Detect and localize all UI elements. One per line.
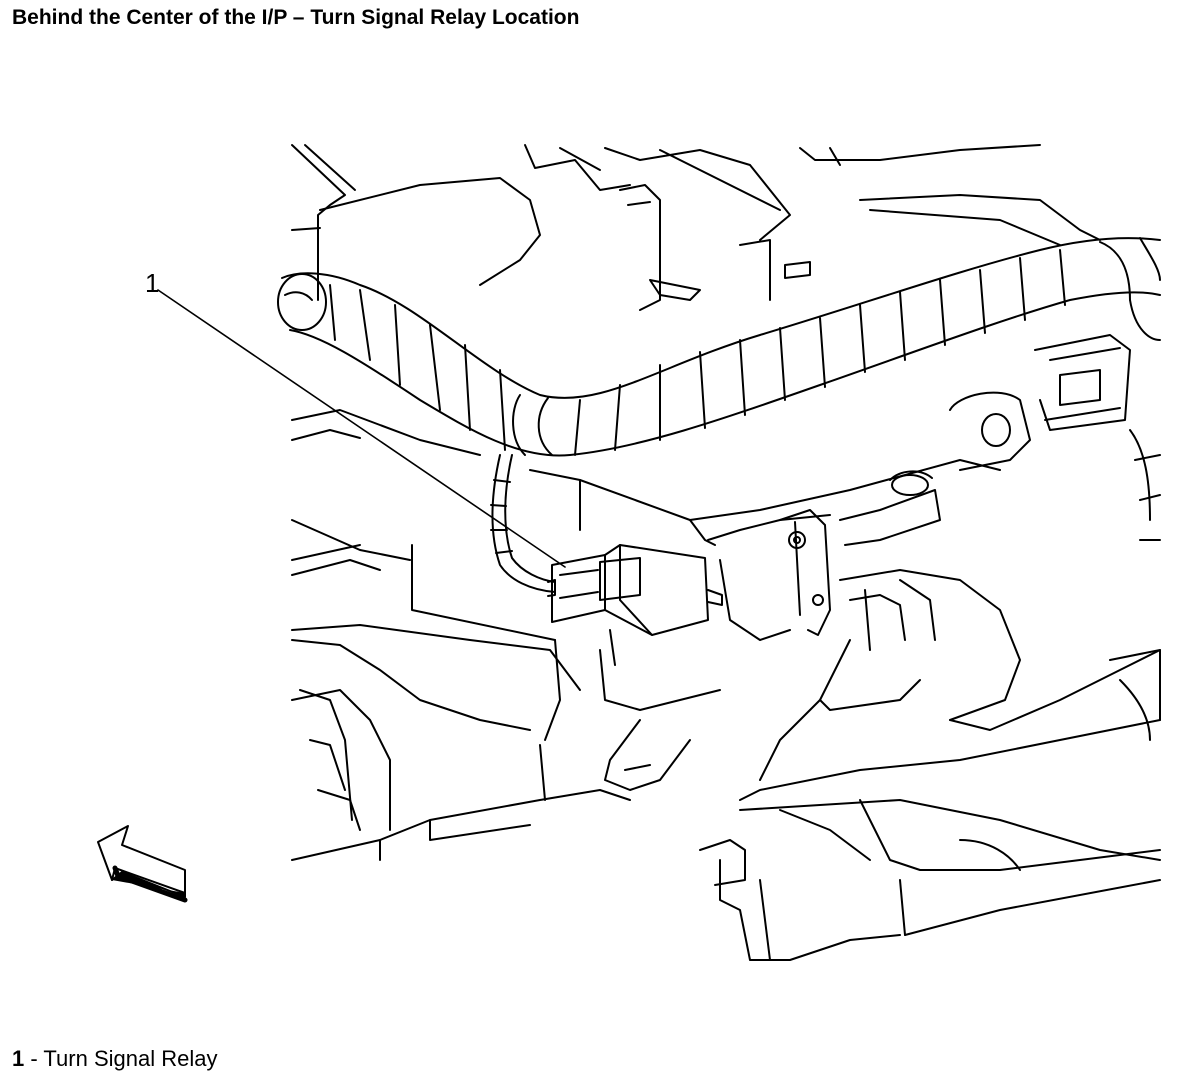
wiring-harness: [277, 237, 1161, 457]
mounting-bracket: [779, 334, 1161, 636]
callout-number-1: 1: [145, 268, 160, 298]
center-support: [291, 409, 1001, 861]
callout-leader-line: [157, 289, 566, 568]
relay-pigtail-wire: [490, 454, 556, 593]
legend-item-number: 1: [12, 1046, 25, 1071]
turn-signal-relay: [547, 544, 723, 636]
upper-housing: [291, 144, 1101, 311]
lower-right-duct: [699, 569, 1161, 961]
legend: 1 - Turn Signal Relay: [12, 1046, 217, 1072]
page-title: Behind the Center of the I/P – Turn Sign…: [12, 6, 580, 29]
view-direction-arrow-icon: [97, 825, 188, 903]
legend-item-separator: -: [24, 1046, 44, 1071]
legend-item-label: Turn Signal Relay: [43, 1046, 218, 1071]
